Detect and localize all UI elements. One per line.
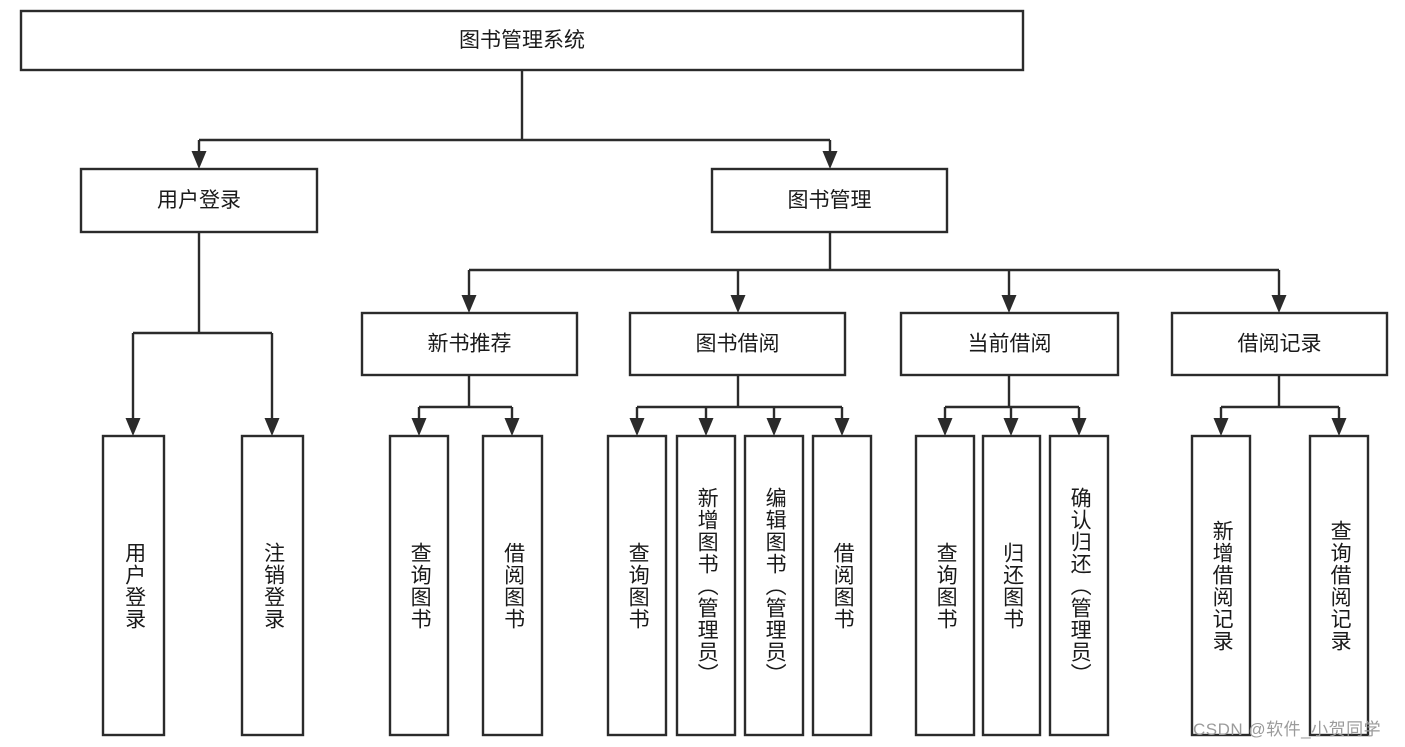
node-box-leaf-user-login[interactable] bbox=[101, 434, 166, 737]
node-label-book-management: 图书管理 bbox=[788, 189, 872, 212]
node-box-leaf-edit-book-admin[interactable] bbox=[743, 434, 805, 737]
node-box-leaf-confirm-return-admin[interactable] bbox=[1048, 434, 1110, 737]
arrow-head-icon bbox=[822, 151, 838, 169]
node-box-root[interactable] bbox=[19, 9, 1025, 72]
node-box-leaf-query-book-current[interactable] bbox=[914, 434, 976, 737]
node-label-user-login: 用户登录 bbox=[157, 189, 241, 212]
node-box-leaf-query-borrow-record[interactable] bbox=[1308, 434, 1370, 737]
node-box-leaf-borrow-book[interactable] bbox=[811, 434, 873, 737]
arrow-head-icon bbox=[504, 418, 520, 436]
arrow-head-icon bbox=[766, 418, 782, 436]
node-box-leaf-return-book[interactable] bbox=[981, 434, 1042, 737]
node-box-leaf-add-borrow-record[interactable] bbox=[1190, 434, 1252, 737]
arrow-head-icon bbox=[1071, 418, 1087, 436]
arrow-heads bbox=[125, 151, 1347, 436]
node-box-leaf-logout[interactable] bbox=[240, 434, 305, 737]
node-box-new-book-recommend[interactable] bbox=[360, 311, 579, 377]
node-box-current-borrow[interactable] bbox=[899, 311, 1120, 377]
arrow-head-icon bbox=[1213, 418, 1229, 436]
node-box-book-borrow[interactable] bbox=[628, 311, 847, 377]
arrow-head-icon bbox=[698, 418, 714, 436]
arrow-head-icon bbox=[834, 418, 850, 436]
node-box-leaf-borrow-book-recommend[interactable] bbox=[481, 434, 544, 737]
arrow-head-icon bbox=[1271, 295, 1287, 313]
arrow-head-icon bbox=[411, 418, 427, 436]
node-label-root: 图书管理系统 bbox=[459, 29, 585, 52]
arrow-head-icon bbox=[730, 295, 746, 313]
node-label-borrow-record: 借阅记录 bbox=[1238, 333, 1322, 356]
arrow-head-icon bbox=[937, 418, 953, 436]
watermark-text: CSDN @软件_小贺同学 bbox=[1193, 720, 1382, 739]
arrow-head-icon bbox=[264, 418, 280, 436]
arrow-head-icon bbox=[1331, 418, 1347, 436]
node-label-current-borrow: 当前借阅 bbox=[968, 333, 1052, 356]
connector-lines bbox=[131, 70, 1341, 419]
arrow-head-icon bbox=[125, 418, 141, 436]
node-box-leaf-query-book-borrow[interactable] bbox=[606, 434, 668, 737]
node-label-book-borrow: 图书借阅 bbox=[696, 333, 780, 356]
arrow-head-icon bbox=[191, 151, 207, 169]
arrow-head-icon bbox=[461, 295, 477, 313]
node-box-user-login[interactable] bbox=[79, 167, 319, 234]
node-box-leaf-query-book-recommend[interactable] bbox=[388, 434, 450, 737]
arrow-head-icon bbox=[1001, 295, 1017, 313]
node-boxes bbox=[19, 9, 1389, 737]
arrow-head-icon bbox=[629, 418, 645, 436]
node-box-borrow-record[interactable] bbox=[1170, 311, 1389, 377]
node-box-book-management[interactable] bbox=[710, 167, 949, 234]
node-box-leaf-add-book-admin[interactable] bbox=[675, 434, 737, 737]
arrow-head-icon bbox=[1003, 418, 1019, 436]
node-label-new-book-recommend: 新书推荐 bbox=[428, 333, 512, 356]
